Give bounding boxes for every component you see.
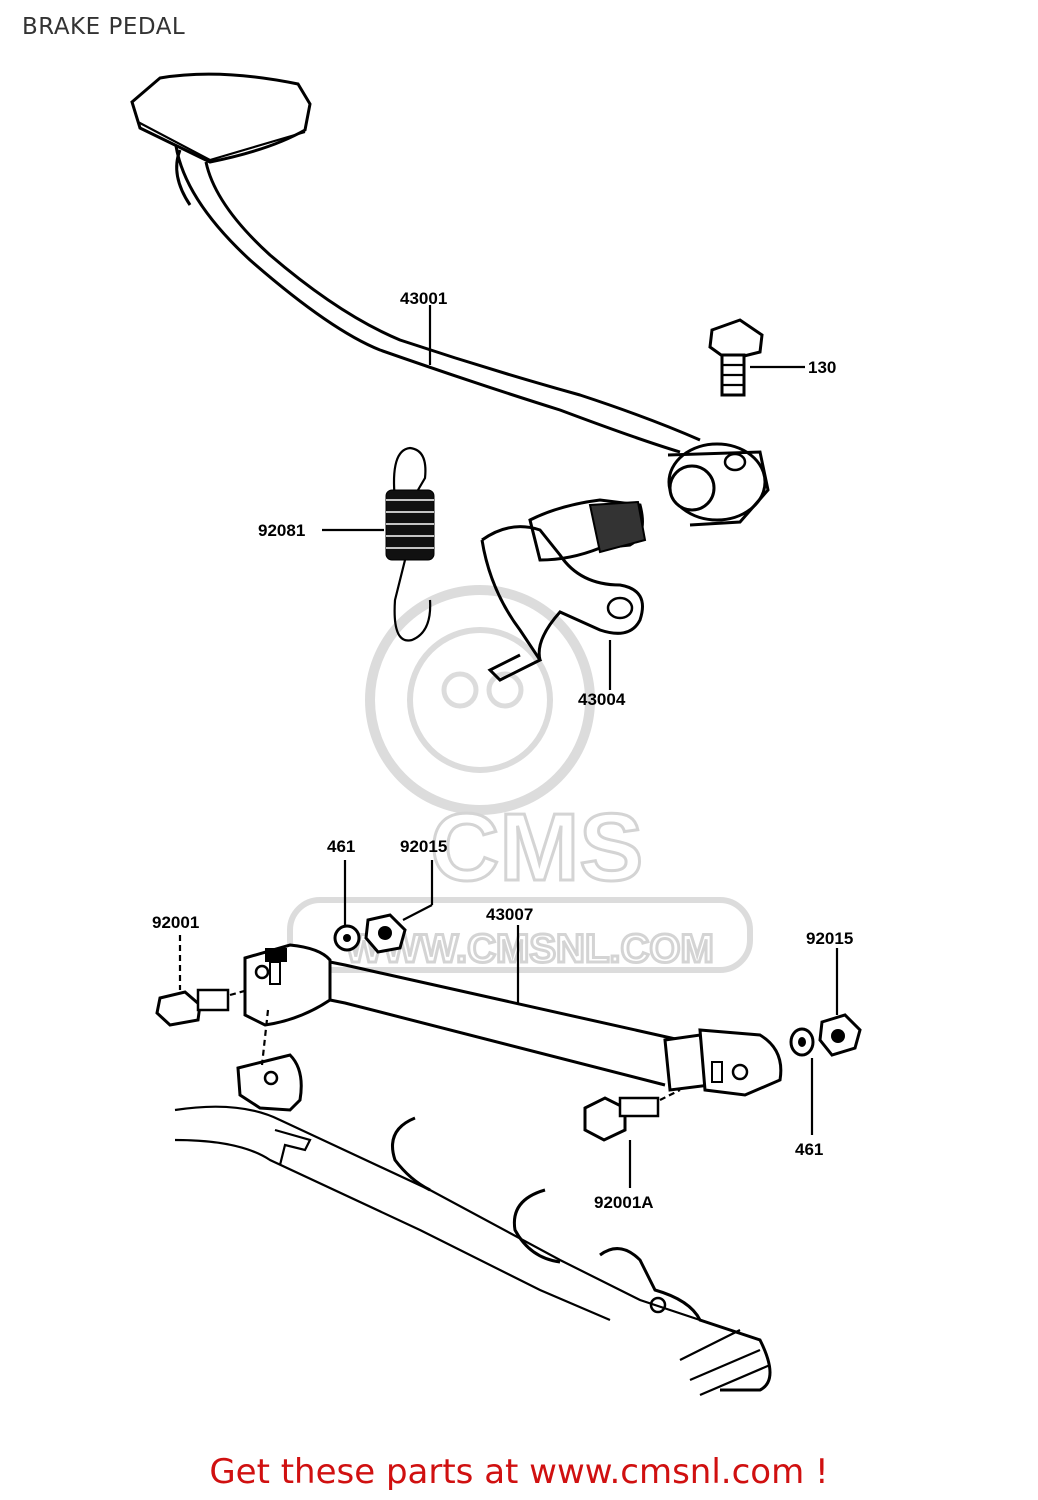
parts-diagram: CMS WWW.CMSNL.COM <box>130 72 862 1397</box>
label-92015-left: 92015 <box>400 837 447 856</box>
label-92015-right: 92015 <box>806 929 853 948</box>
label-92081: 92081 <box>258 521 305 540</box>
washer-nut-right-part <box>789 948 862 1135</box>
label-130: 130 <box>808 358 836 377</box>
watermark-brand: CMS <box>430 794 643 901</box>
label-43007: 43007 <box>486 905 533 924</box>
label-92001: 92001 <box>152 913 199 932</box>
bolt-130-part <box>708 318 805 397</box>
bolt-92001a-part <box>583 1089 681 1188</box>
rod-43007-part <box>243 925 783 1097</box>
spring-92081-part <box>322 446 435 642</box>
label-43001: 43001 <box>400 289 447 308</box>
bolt-92001-part <box>155 935 249 1027</box>
label-461-right: 461 <box>795 1140 823 1159</box>
washer-nut-left-part <box>333 860 434 954</box>
brake-pedal-part <box>130 72 770 527</box>
label-92001a: 92001A <box>594 1193 654 1212</box>
label-43004: 43004 <box>578 690 626 709</box>
frame-outline <box>174 1009 772 1397</box>
label-461-left: 461 <box>327 837 355 856</box>
get-parts-link[interactable]: Get these parts at www.cmsnl.com ! <box>209 1452 829 1492</box>
lever-43004-part <box>480 498 647 690</box>
page-title: BRAKE PEDAL <box>22 14 186 40</box>
